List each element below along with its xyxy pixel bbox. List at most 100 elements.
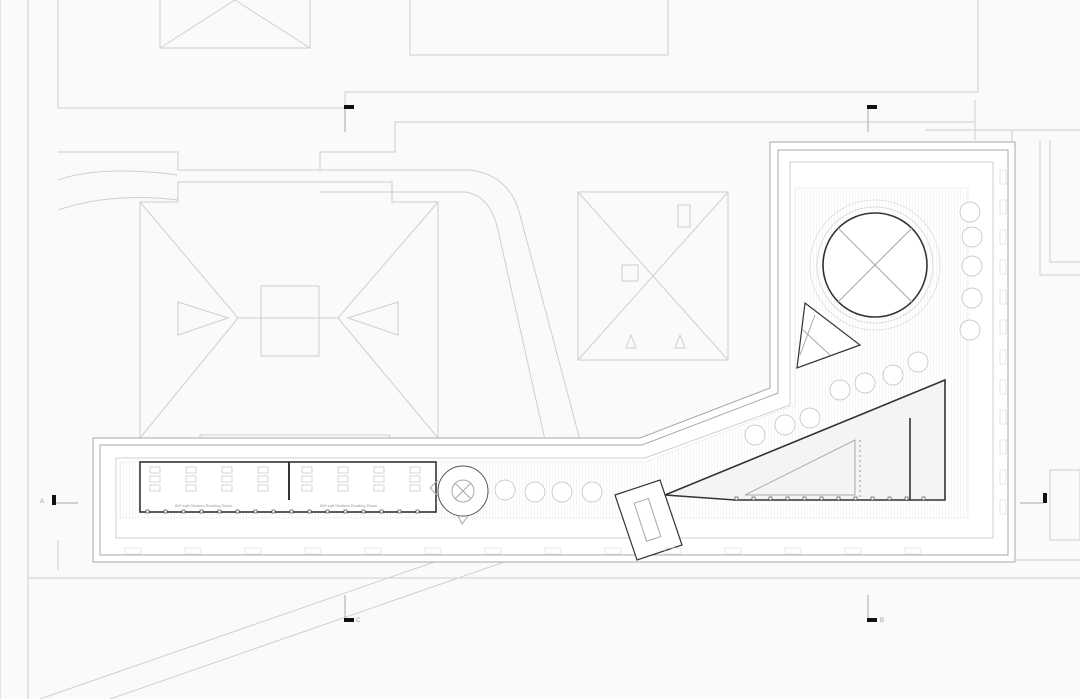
bench	[999, 319, 1007, 335]
column	[836, 496, 841, 501]
bench	[184, 547, 202, 555]
column	[751, 496, 756, 501]
umbrella-table	[882, 364, 904, 386]
column	[734, 496, 739, 501]
bench	[999, 229, 1007, 245]
bench	[999, 469, 1007, 485]
reading-table	[149, 466, 161, 474]
section-b-label: B	[880, 618, 884, 624]
section-markers: A C B	[40, 105, 1047, 624]
section-a-label: A	[40, 499, 44, 505]
spiral-stair	[429, 465, 489, 525]
room-label-1: 800 sqft Medium Reading Room	[175, 503, 233, 508]
reading-table	[373, 475, 385, 483]
bench	[999, 409, 1007, 425]
bench	[999, 349, 1007, 365]
bench	[124, 547, 142, 555]
column	[785, 496, 790, 501]
bench	[999, 259, 1007, 275]
column	[415, 509, 420, 514]
bench	[544, 547, 562, 555]
reading-table	[185, 475, 197, 483]
bench	[424, 547, 442, 555]
umbrella-table	[494, 479, 516, 501]
column	[397, 509, 402, 514]
bench	[304, 547, 322, 555]
reading-table	[221, 484, 233, 492]
bench	[999, 439, 1007, 455]
bench	[604, 547, 622, 555]
bench	[999, 169, 1007, 185]
column	[307, 509, 312, 514]
reading-table	[257, 466, 269, 474]
triangle-stair	[796, 301, 862, 369]
bench	[904, 547, 922, 555]
reading-table	[337, 475, 349, 483]
section-c-label: C	[356, 618, 361, 624]
umbrella-table	[829, 379, 851, 401]
reading-table	[301, 466, 313, 474]
umbrella-table	[854, 372, 876, 394]
column	[819, 496, 824, 501]
column	[904, 496, 909, 501]
bench	[484, 547, 502, 555]
reading-table	[257, 475, 269, 483]
reading-table	[185, 484, 197, 492]
column	[379, 509, 384, 514]
column	[253, 509, 258, 514]
umbrella-table	[961, 255, 983, 277]
reading-table	[149, 475, 161, 483]
reading-table	[301, 484, 313, 492]
bench	[784, 547, 802, 555]
reading-table	[409, 484, 421, 492]
bench	[999, 499, 1007, 515]
neighbor-building-left	[139, 181, 439, 460]
reading-table	[337, 484, 349, 492]
bench	[664, 547, 682, 555]
reading-table	[409, 466, 421, 474]
column	[217, 509, 222, 514]
column	[325, 509, 330, 514]
column	[768, 496, 773, 501]
column	[361, 509, 366, 514]
umbrella-table	[744, 424, 766, 446]
umbrella-table	[551, 481, 573, 503]
stair-tower	[614, 479, 683, 561]
reading-table	[373, 484, 385, 492]
umbrella-table	[959, 319, 981, 341]
umbrella-table	[524, 481, 546, 503]
column	[145, 509, 150, 514]
column	[181, 509, 186, 514]
column	[802, 496, 807, 501]
umbrella-table	[907, 351, 929, 373]
reading-table	[257, 484, 269, 492]
umbrella-table	[959, 201, 981, 223]
column	[343, 509, 348, 514]
reading-table	[409, 475, 421, 483]
reading-table	[221, 475, 233, 483]
reading-table	[185, 466, 197, 474]
column	[235, 509, 240, 514]
bench	[999, 199, 1007, 215]
reading-table	[373, 466, 385, 474]
column	[271, 509, 276, 514]
umbrella-table	[961, 287, 983, 309]
reading-table	[149, 484, 161, 492]
umbrella-table	[961, 226, 983, 248]
bench	[844, 547, 862, 555]
bench	[244, 547, 262, 555]
amphitheater	[809, 199, 941, 331]
umbrella-table	[799, 407, 821, 429]
reading-rooms	[139, 461, 437, 514]
bench	[364, 547, 382, 555]
column	[199, 509, 204, 514]
column	[853, 496, 858, 501]
neighbor-building-middle	[577, 191, 729, 361]
column	[289, 509, 294, 514]
bench	[724, 547, 742, 555]
reading-table	[301, 475, 313, 483]
bench	[999, 379, 1007, 395]
